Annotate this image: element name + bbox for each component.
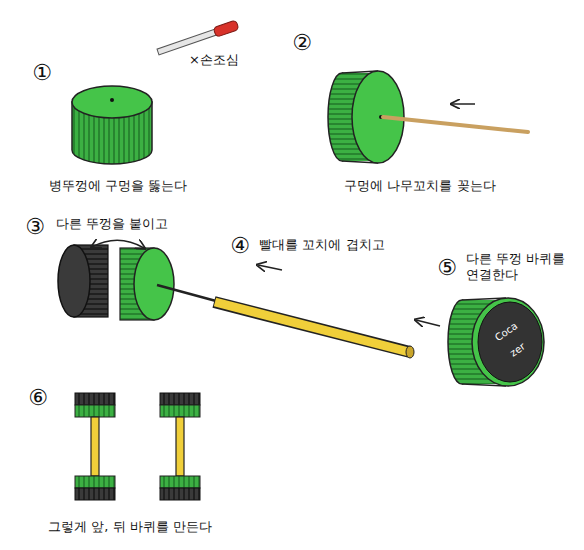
wheel-axle [160, 393, 200, 500]
step-number: ⑥ [28, 385, 48, 411]
step-caption: 그렇게 앞, 뒤 바퀴를 만든다 [48, 519, 212, 535]
warning-note: ×손조심 [189, 52, 239, 68]
step-caption: 병뚜껑에 구멍을 뚫는다 [49, 178, 187, 194]
direction-arrow [258, 265, 282, 270]
bottle-cap [72, 86, 152, 164]
bottle-cap [120, 248, 174, 320]
dropper [156, 20, 239, 57]
skewer [383, 117, 528, 132]
step-number: ⑤ [437, 255, 457, 281]
direction-arrow [452, 103, 475, 105]
step-caption: 다른 뚜껑을 붙이고 [56, 216, 168, 232]
straw [214, 302, 414, 358]
join-arrow [92, 240, 144, 248]
step-caption: 다른 뚜껑 바퀴를 연결한다 [466, 251, 571, 282]
bottle-cap [448, 298, 544, 386]
step-number: ① [32, 60, 52, 86]
direction-arrow [416, 320, 440, 326]
wheel-axle [75, 393, 115, 500]
skewer [157, 285, 216, 301]
step-caption: 빨대를 꼬치에 겹치고 [259, 237, 384, 253]
step-caption: 구멍에 나무꼬치를 꽂는다 [344, 178, 495, 194]
step-number: ③ [25, 214, 45, 240]
step-number: ④ [230, 233, 250, 259]
black-cap [58, 245, 108, 317]
step-number: ② [292, 30, 312, 56]
